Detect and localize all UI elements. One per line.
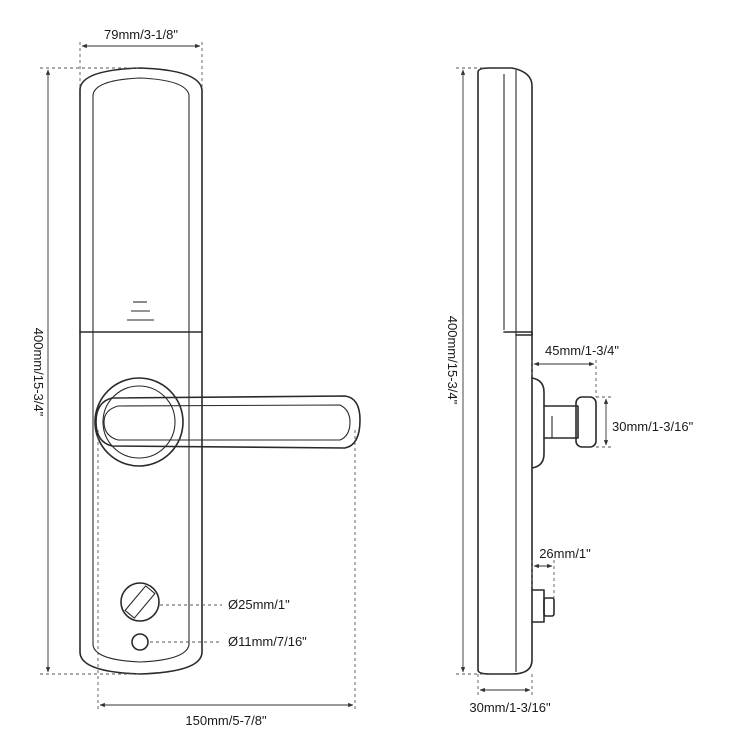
display-indicator-icon — [127, 301, 154, 321]
side-dimensions — [456, 67, 612, 696]
side-view — [477, 67, 597, 675]
side-rosette — [531, 377, 545, 469]
handle-reach-label: 150mm/5-7/8" — [185, 713, 267, 728]
handle-grip-label: 30mm/1-3/16" — [612, 419, 694, 434]
handle-projection-label: 45mm/1-3/4" — [545, 343, 619, 358]
side-body-outline — [477, 67, 533, 675]
side-handle-shank — [543, 405, 579, 439]
front-dimensions — [40, 42, 356, 712]
lever-handle — [95, 395, 361, 449]
thumbturn-diameter-label: Ø25mm/1" — [228, 597, 290, 612]
handle-rosette-inner — [102, 385, 176, 459]
side-thumbturn-base — [531, 589, 545, 623]
thumbturn-projection-label: 26mm/1" — [539, 546, 591, 561]
keyhole-diameter-label: Ø11mm/7/16" — [228, 634, 307, 649]
front-view — [79, 67, 361, 675]
handle-rosette — [94, 377, 184, 467]
front-plate-bezel — [92, 77, 190, 663]
front-width-label: 79mm/3-1/8" — [104, 27, 178, 42]
thumbturn-blade — [124, 585, 156, 619]
side-handle-grip — [575, 396, 597, 448]
front-height-label: 400mm/15-3/4" — [31, 328, 46, 417]
front-plate-outline — [79, 67, 203, 675]
keyhole — [131, 633, 149, 651]
side-thumbturn-knob — [543, 597, 555, 617]
lever-handle-edge — [103, 404, 351, 441]
body-depth-label: 30mm/1-3/16" — [469, 700, 551, 715]
side-lower-module — [503, 331, 533, 336]
side-height-label: 400mm/15-3/4" — [445, 316, 460, 405]
thumbturn — [120, 582, 160, 622]
